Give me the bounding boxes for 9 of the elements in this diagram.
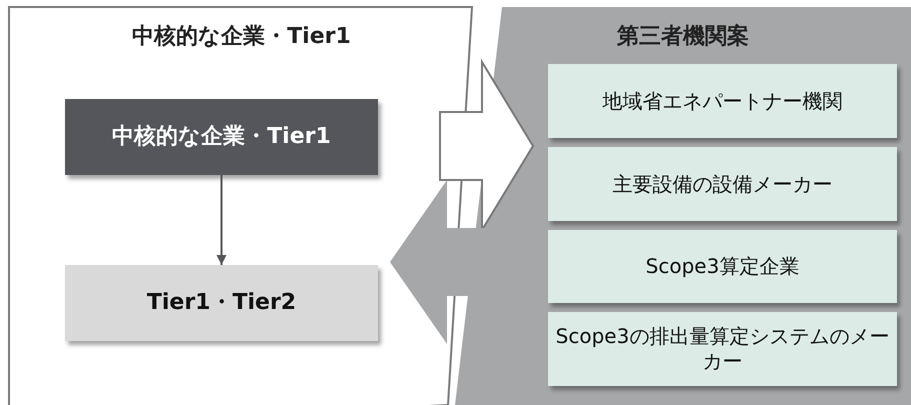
entity-box: 中核的な企業・Tier1 [65,99,378,175]
entity-box: 地域省エネパートナー機関 [548,64,897,138]
arrow [216,175,226,265]
entity-box: Scope3算定企業 [548,230,897,303]
entity-box: 主要設備の設備メーカー [548,147,897,221]
panel-heading: 第三者機関案 [616,22,750,51]
entity-box: Tier1・Tier2 [65,265,378,341]
panel-heading: 中核的な企業・Tier1 [131,23,352,51]
entity-box: Scope3の排出量算定システムのメーカー [548,312,897,386]
